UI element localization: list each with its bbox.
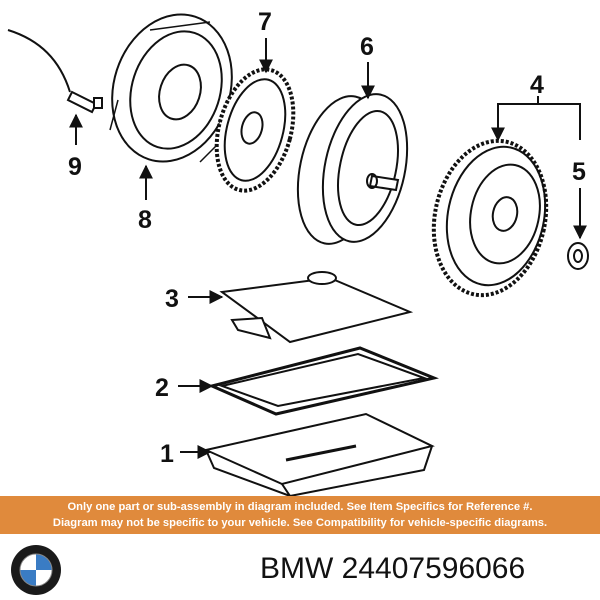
parts-diagram: 9 8 7 6 4 5 [7,8,589,496]
callout-4: 4 [530,71,544,99]
bmw-roundel-icon [11,545,61,595]
part-number: BMW 24407596066 [260,552,526,585]
pilot-bearing [567,242,589,270]
flywheel-assembly [431,138,549,298]
callout-6: 6 [360,33,374,61]
bracket-4 [497,103,581,140]
disclaimer-banner: Only one part or sub-assembly in diagram… [0,496,600,534]
callout-9: 9 [68,153,82,181]
torque-converter [296,93,409,245]
callout-2: 2 [155,374,169,402]
disclaimer-line-1: Only one part or sub-assembly in diagram… [67,501,533,513]
disclaimer-line-2: Diagram may not be specific to your vehi… [52,517,548,529]
callout-5: 5 [572,158,586,186]
callout-8: 8 [138,206,152,234]
transmission-filter [219,271,414,344]
oil-pan-gasket [207,346,439,416]
callout-7: 7 [258,8,272,36]
oil-pan [202,412,435,496]
callout-1: 1 [160,440,174,468]
speed-sensor [7,29,103,114]
flexplate [214,67,296,193]
callout-3: 3 [165,285,179,313]
